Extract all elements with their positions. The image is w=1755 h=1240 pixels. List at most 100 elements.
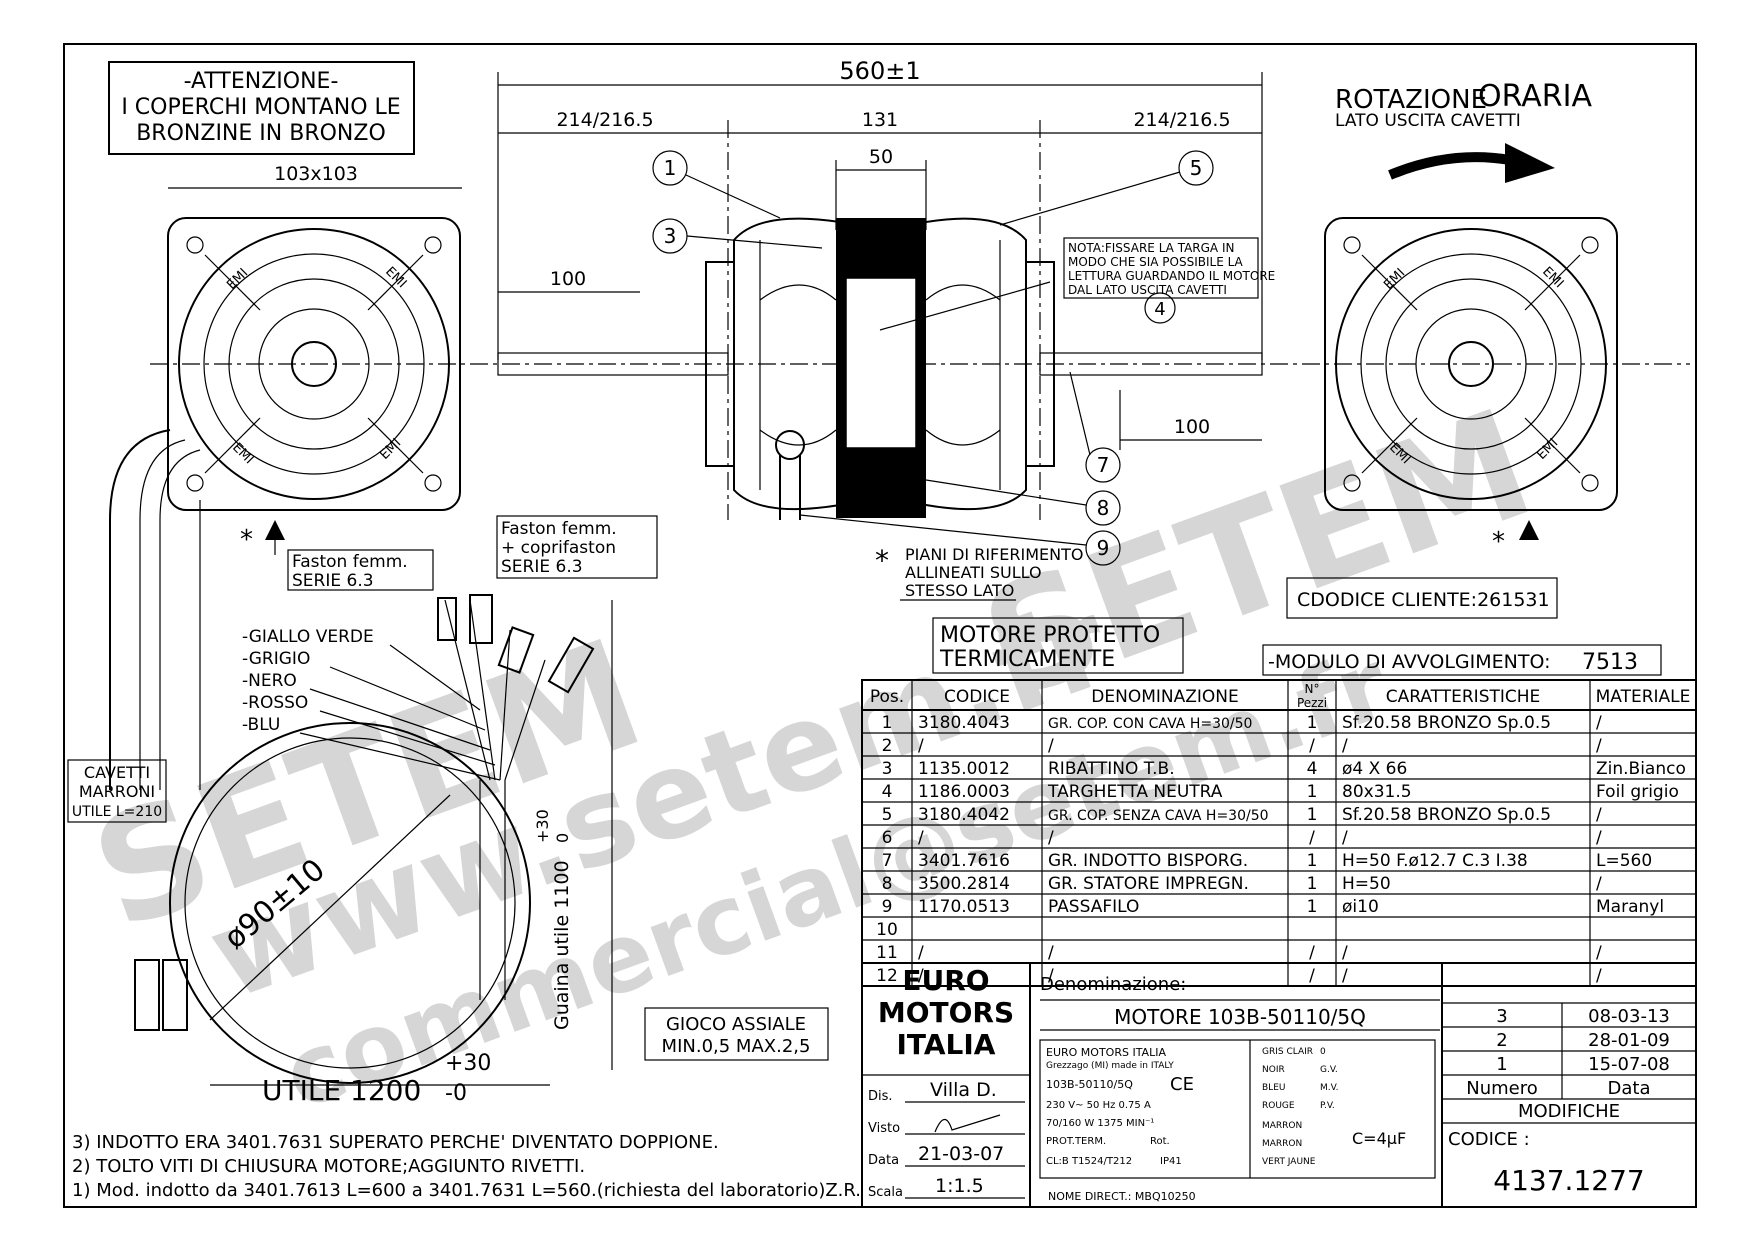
nota-line4: DAL LATO USCITA CAVETTI: [1068, 283, 1227, 297]
table-header: MATERIALE: [1596, 687, 1691, 707]
table-cell: GR. INDOTTO BISPORG.: [1048, 851, 1248, 871]
dim-square: 103x103: [274, 163, 358, 185]
balloon-3: 3: [664, 224, 677, 248]
table-cell: 4: [1307, 759, 1318, 779]
table-cell: 1: [1307, 782, 1318, 802]
modifiche-numero-label: Numero: [1466, 1078, 1538, 1099]
plate-color-3-name: BLEU: [1262, 1083, 1285, 1093]
table-cell: 3: [882, 759, 893, 779]
table-cell: GR. STATORE IMPREGN.: [1048, 874, 1249, 894]
table-cell: /: [918, 736, 924, 756]
table-cell: /: [1596, 966, 1602, 986]
table-cell: PASSAFILO: [1048, 897, 1139, 917]
dim-stator: 50: [869, 146, 893, 168]
rotation-arrow-icon: [1388, 152, 1511, 180]
modifica-data-2: 28-01-09: [1588, 1030, 1670, 1051]
faston2-line2: + coprifaston: [501, 538, 616, 558]
dim-guaina-tol-plus: +30: [533, 809, 552, 843]
emi-mark: EMI: [1381, 266, 1408, 293]
emi-mark: EMI: [377, 436, 404, 463]
balloon-8: 8: [1097, 496, 1110, 520]
gioco-box: GIOCO ASSIALE MIN.0,5 MAX.2,5: [644, 1007, 829, 1061]
table-cell: 1135.0012: [918, 759, 1010, 779]
table-cell: L=560: [1596, 851, 1652, 871]
wire-grigio: -GRIGIO: [242, 649, 310, 669]
front-view-left: 103x103 EMI EMI EMI EMI *: [167, 163, 462, 555]
wire-nero: -NERO: [242, 671, 297, 691]
plate-vert-jaune: VERT JAUNE: [1262, 1157, 1316, 1167]
table-cell: 9: [882, 897, 893, 917]
table-cell: /: [1048, 736, 1054, 756]
star-mark-center: *: [875, 544, 889, 577]
table-cell: Maranyl: [1596, 897, 1664, 917]
reference-line1: PIANI DI RIFERIMENTO: [905, 545, 1083, 564]
emi-mark: EMI: [1539, 264, 1566, 291]
dim-guaina-tol-minus: 0: [553, 833, 572, 843]
motor-side-view: [497, 217, 1263, 520]
nota-box: NOTA:FISSARE LA TARGA IN MODO CHE SIA PO…: [1063, 237, 1275, 299]
reference-planes-note: * PIANI DI RIFERIMENTO ALLINEATI SULLO S…: [875, 544, 1083, 601]
wire-rosso: -ROSSO: [242, 693, 308, 713]
modifiche-title: MODIFICHE: [1518, 1101, 1620, 1122]
table-cell: /: [1048, 966, 1054, 986]
table-cell: 8: [882, 874, 893, 894]
signature: [934, 1114, 1001, 1133]
plate-class: CL:B T1524/T212: [1046, 1156, 1132, 1167]
faston1-line2: SERIE 6.3: [292, 571, 374, 591]
table-cell: 1: [1307, 897, 1318, 917]
table-cell: /: [1309, 943, 1315, 963]
dim-overall: 560±1: [839, 57, 920, 85]
note-2: 2) TOLTO VITI DI CHIUSURA MOTORE;AGGIUNT…: [72, 1156, 585, 1177]
balloon-9: 9: [1097, 536, 1110, 560]
protetto-line1: MOTORE PROTETTO: [940, 623, 1160, 648]
title-block: EURO MOTORS ITALIA Dis. Villa D. Visto D…: [861, 962, 1697, 1208]
plate-address: Grezzago (MI) made in ITALY: [1046, 1061, 1174, 1071]
rotation-title-a: ROTAZIONE: [1335, 85, 1487, 115]
plate-color-2-name: NOIR: [1262, 1065, 1285, 1075]
table-cell: 4: [882, 782, 893, 802]
dimension-lines: 560±1 214/216.5 131 214/216.5 50 100 100: [497, 57, 1263, 520]
wire-giallo-verde: -GIALLO VERDE: [242, 627, 374, 647]
gioco-line1: GIOCO ASSIALE: [666, 1014, 806, 1035]
cliente-code: CDODICE CLIENTE:261531: [1297, 589, 1550, 611]
cavetti-line3: UTILE L=210: [72, 804, 162, 820]
dim-left-shaft: 214/216.5: [556, 109, 653, 131]
table-cell: Foil grigio: [1596, 782, 1679, 802]
faston1-line1: Faston femm.: [292, 552, 408, 572]
plate-marron1: MARRON: [1262, 1121, 1302, 1131]
faston-labels: Faston femm. SERIE 6.3 Faston femm. + co…: [287, 515, 658, 591]
modifica-numero-1: 1: [1496, 1054, 1507, 1075]
table-cell: /: [1309, 828, 1315, 848]
balloon-1: 1: [664, 156, 677, 180]
table-cell: 1: [1307, 851, 1318, 871]
table-cell: H=50 F.ø12.7 C.3 I.38: [1342, 851, 1528, 871]
modifica-data-3: 08-03-13: [1588, 1006, 1670, 1027]
table-cell: 1: [882, 713, 893, 733]
table-cell: /: [918, 943, 924, 963]
dim-right-shaft: 214/216.5: [1133, 109, 1230, 131]
table-cell: /: [1596, 805, 1602, 825]
table-cell: 3401.7616: [918, 851, 1010, 871]
table-cell: 1186.0003: [918, 782, 1010, 802]
table-header: CARATTERISTICHE: [1386, 687, 1541, 707]
plate-electrical: 230 V~ 50 Hz 0.75 A: [1046, 1100, 1151, 1111]
wire-labels: -GIALLO VERDE -GRIGIO -NERO -ROSSO -BLU: [242, 594, 595, 781]
data-value: 21-03-07: [918, 1143, 1004, 1165]
table-cell: Sf.20.58 BRONZO Sp.0.5: [1342, 805, 1551, 825]
rotation-subtitle: LATO USCITA CAVETTI: [1335, 111, 1521, 131]
plate-marron2: MARRON: [1262, 1139, 1302, 1149]
attention-line1: I COPERCHI MONTANO LE: [121, 95, 400, 120]
table-cell: /: [1596, 828, 1602, 848]
table-header: N°: [1305, 682, 1320, 696]
table-cell: /: [1342, 943, 1348, 963]
table-cell: 6: [882, 828, 893, 848]
revision-notes: 3) INDOTTO ERA 3401.7631 SUPERATO PERCHE…: [72, 1132, 861, 1201]
balloon-7: 7: [1097, 453, 1110, 477]
visto-label: Visto: [868, 1121, 900, 1136]
plate-color-2-code: G.V.: [1320, 1065, 1338, 1075]
plate-capacitor: C=4μF: [1352, 1129, 1406, 1148]
table-cell: /: [1048, 828, 1054, 848]
plate-company: EURO MOTORS ITALIA: [1046, 1046, 1166, 1059]
nome-direct: NOME DIRECT.: MBQ10250: [1048, 1190, 1196, 1203]
dis-value: Villa D.: [930, 1079, 997, 1101]
